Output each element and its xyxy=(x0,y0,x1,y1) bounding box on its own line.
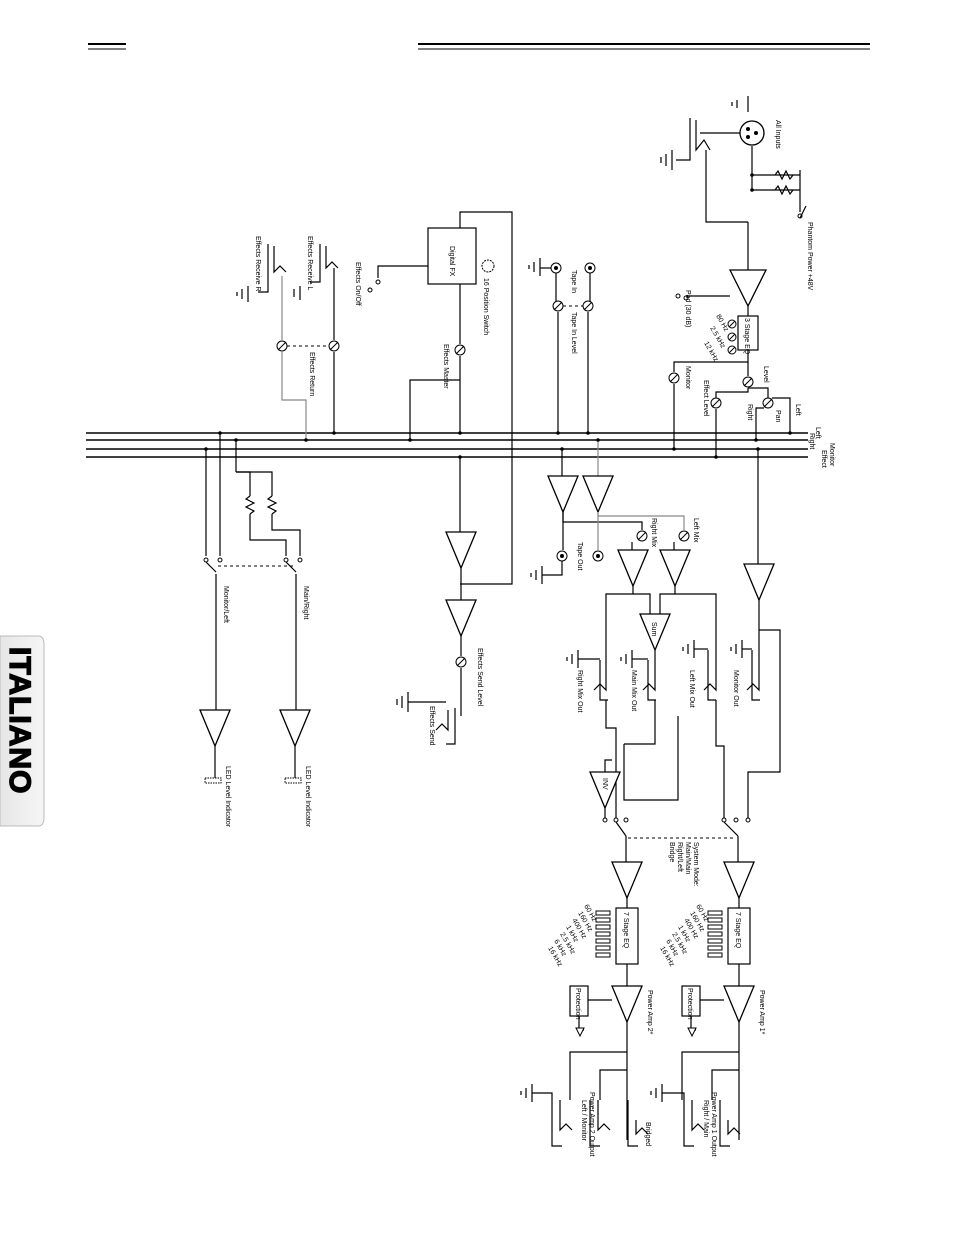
led-indicator-right-icon xyxy=(284,777,302,784)
all-inputs-label: All Inputs xyxy=(774,120,781,149)
led-indicator-left-icon xyxy=(204,777,222,784)
three-stage-eq-label: 3 Stage EQ xyxy=(743,318,750,355)
eq-sliders-1 xyxy=(707,910,723,958)
pad-label: Pad (30 dB) xyxy=(684,290,691,327)
eq-knobs xyxy=(727,319,737,355)
bus-monitor-label: Monitor xyxy=(828,443,835,467)
monitor-out-amp xyxy=(743,563,775,602)
meter-amp-right xyxy=(279,709,311,748)
fx-send-amp-1 xyxy=(445,531,477,570)
graphic-eq-preamp-1 xyxy=(723,861,755,900)
power-out-1-line-2: Right / Main xyxy=(702,1100,709,1137)
sum-amp xyxy=(639,613,671,652)
digital-fx-section: Digital FX 16 Position Switch Effects On… xyxy=(354,211,513,746)
power-amp-2-triangle xyxy=(611,985,643,1024)
system-mode-line-1: System Mode: xyxy=(692,842,699,887)
power-amp-1-triangle xyxy=(723,985,755,1024)
protection-1-label: Protection xyxy=(686,988,693,1020)
inv-label: INV xyxy=(601,778,608,790)
system-mode-line-3: Right/Left xyxy=(676,842,683,872)
pan-left-label: Left xyxy=(794,404,801,416)
eq-sliders-2 xyxy=(595,910,611,958)
tape-in-level-label: Tape In Level xyxy=(570,312,577,354)
effects-send-level-label: Effects Send Level xyxy=(476,648,483,707)
meter-section: Monitor/Left Main/Right LED Level Indica… xyxy=(199,431,311,828)
right-mix-label: Right Mix xyxy=(650,518,657,548)
seven-stage-eq-2-label: 7 Stage EQ xyxy=(622,912,629,949)
system-mode-line-4: Bridge xyxy=(668,842,675,862)
effect-level-label: Effect Level xyxy=(702,380,709,417)
sum-label: Sum xyxy=(650,622,657,637)
power-out-2-line-2: Left / Monitor xyxy=(580,1100,587,1142)
seven-stage-eq-1-label: 7 Stage EQ xyxy=(734,912,741,949)
effects-on-off-label: Effects On/Off xyxy=(354,262,361,306)
graphic-eq-preamp-2 xyxy=(611,861,643,900)
input-channel: All Inputs Phantom Power +48V Pad (30 dB… xyxy=(660,96,813,459)
mix-output-jacks xyxy=(566,640,760,701)
pan-label: Pan xyxy=(774,410,781,423)
tape-in-section: Tape In Tape In Level xyxy=(528,258,596,435)
protection-2-led-icon xyxy=(575,1027,585,1038)
tape-out-amp-left xyxy=(547,475,579,514)
effects-receive-r-label: Effects Receive R xyxy=(254,236,261,292)
mix-section: Tape Out Right Mix Left Mix Sum xyxy=(530,438,781,887)
effects-return-label: Effects Return xyxy=(308,352,315,396)
left-mix-out-label: Left Mix Out xyxy=(688,670,695,708)
effects-receive-l-label: Effects Receive L xyxy=(306,236,313,290)
bus-left-label: Left xyxy=(814,427,821,439)
xlr-input-icon xyxy=(700,120,765,146)
bridged-label: Bridged xyxy=(644,1122,651,1146)
power-out-2-line-1: Power Amp 2 Output xyxy=(588,1092,595,1157)
left-mix-amp xyxy=(659,549,691,588)
bus-effect-label: Effect xyxy=(820,450,827,468)
effects-send-label: Effects Send xyxy=(428,706,435,746)
monitor-out-label: Monitor Out xyxy=(732,670,739,707)
system-mode-line-2: Main/Main xyxy=(684,842,691,874)
preamp-triangle xyxy=(728,269,768,308)
pan-right-label: Right xyxy=(746,404,753,420)
tape-out-label: Tape Out xyxy=(576,542,583,570)
line-input-jack-icon xyxy=(660,118,711,170)
protection-1-led-icon xyxy=(687,1027,697,1038)
system-mode-switch xyxy=(602,817,751,839)
monitor-send-label: Monitor xyxy=(684,366,691,390)
left-mix-label: Left Mix xyxy=(692,518,699,543)
power-amp-2-label: Power Amp 2* xyxy=(646,990,653,1035)
phantom-power-label: Phantom Power +48V xyxy=(806,222,813,291)
fx-send-amp-2 xyxy=(445,599,477,638)
language-label: ITALIANO xyxy=(3,647,36,794)
digital-fx-box xyxy=(427,227,477,285)
power-amp-chains: 7 Stage EQ 7 Stage EQ 60 Hz 160 Hz 400 H… xyxy=(520,836,765,1157)
power-output-jacks xyxy=(520,1084,741,1147)
protection-2-label: Protection xyxy=(574,988,581,1020)
led-label-left: LED Level Indicator xyxy=(224,766,231,828)
monitor-left-meter-label: Monitor/Left xyxy=(222,586,229,623)
power-amp-1-label: Power Amp 1* xyxy=(758,990,765,1035)
effects-receive-section: Effects Receive L Effects Receive R Effe… xyxy=(236,236,340,442)
main-right-meter-label: Main/Right xyxy=(302,586,309,620)
meter-amp-left xyxy=(199,709,231,748)
main-mix-out-label: Main Mix Out xyxy=(630,670,637,711)
right-mix-amp xyxy=(617,549,649,588)
position-switch-label: 16 Position Switch xyxy=(482,278,489,335)
header-rules xyxy=(88,43,870,50)
language-tab: ITALIANO xyxy=(0,635,45,827)
led-label-right: LED Level Indicator xyxy=(304,766,311,828)
power-out-1-line-1: Power Amp 1 Output xyxy=(710,1092,717,1157)
effects-master-label: Effects Master xyxy=(442,344,449,389)
tape-in-label: Tape In xyxy=(570,270,577,293)
right-mix-out-label: Right Mix Out xyxy=(576,670,583,712)
digital-fx-label: Digital FX xyxy=(448,246,455,277)
tape-out-amp-right xyxy=(582,475,614,514)
level-label: Level xyxy=(762,366,769,383)
bus-right-label: Right xyxy=(808,433,815,449)
